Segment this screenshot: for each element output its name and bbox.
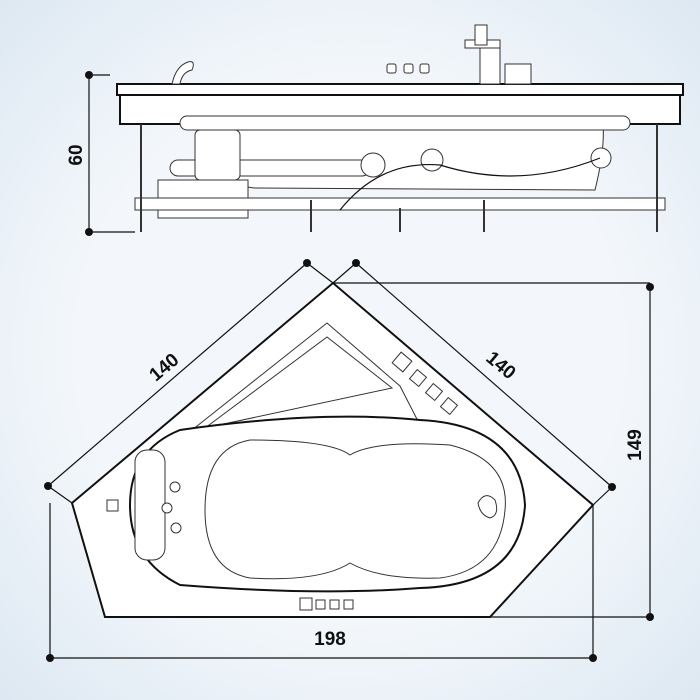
height-label: 60	[66, 144, 87, 165]
left-side-label: 140	[146, 350, 184, 386]
legs	[140, 124, 658, 232]
drain	[477, 495, 498, 519]
side-controls	[391, 351, 459, 416]
top-view: 140 140 149 198	[44, 259, 654, 662]
dimension-dot	[85, 228, 93, 236]
control-button	[106, 499, 119, 512]
jet-fitting	[420, 148, 444, 172]
headrest	[171, 61, 194, 85]
tub-rim	[116, 83, 684, 96]
left-side-dimension-line	[47, 262, 308, 487]
side-view: 60	[66, 24, 684, 236]
right-side-dimension-line	[355, 262, 613, 488]
pump-housing	[194, 129, 241, 181]
jet	[169, 481, 181, 493]
width-label: 198	[314, 629, 346, 650]
control-panel	[299, 597, 354, 611]
jet-fitting	[360, 152, 386, 178]
jet-fitting	[590, 147, 612, 169]
depth-label: 149	[625, 429, 646, 461]
tub-inner-basin	[204, 439, 506, 580]
tub-shell	[204, 123, 604, 191]
headrest	[134, 449, 166, 561]
faucet	[479, 47, 501, 85]
jet	[170, 522, 182, 534]
dimension-dot	[85, 71, 93, 79]
jet	[161, 502, 173, 514]
